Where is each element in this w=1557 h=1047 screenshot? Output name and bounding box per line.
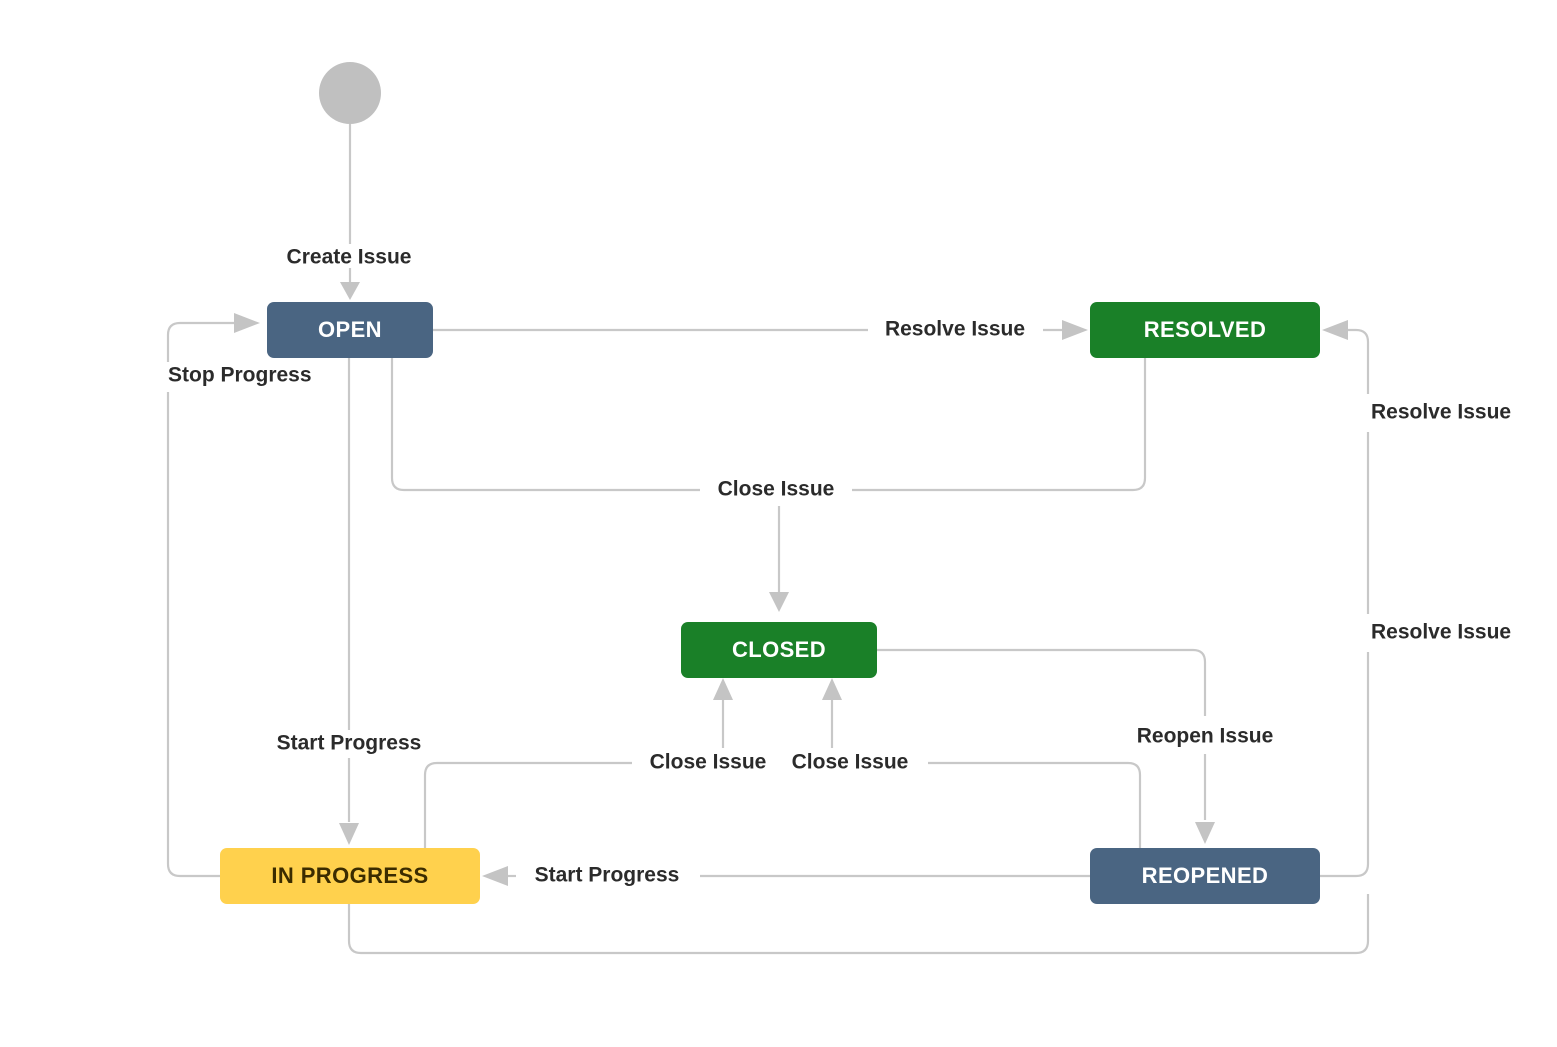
arrow-stop-progress <box>234 313 260 333</box>
edge-label-resolve-issue-bottom: Resolve Issue <box>1371 621 1511 644</box>
arrow-resolve-issue-mid <box>1322 320 1348 340</box>
edge-reopen-issue <box>877 648 1207 716</box>
node-in-progress-box[interactable] <box>220 848 480 904</box>
edge-label-close-issue-left: Close Issue <box>650 751 767 774</box>
node-resolved-box[interactable] <box>1090 302 1320 358</box>
edge-label-resolve-issue-top: Resolve Issue <box>885 318 1025 341</box>
edge-stop-progress-upper <box>166 321 234 362</box>
node-reopened-box[interactable] <box>1090 848 1320 904</box>
arrow-start-progress-vertical <box>339 823 359 845</box>
node-open-box[interactable] <box>267 302 433 358</box>
edge-label-stop-progress: Stop Progress <box>168 364 312 387</box>
edge-close-issue-right <box>928 761 1142 848</box>
arrow-close-issue-right <box>822 678 842 700</box>
edge-close-issue-left <box>423 761 632 848</box>
node-reopened[interactable]: REOPENED <box>1090 848 1320 904</box>
edge-label-close-issue-main: Close Issue <box>718 478 835 501</box>
node-open-label: OPEN <box>318 317 382 342</box>
edge-resolve-issue-mid-top <box>1348 328 1370 394</box>
edge-label-resolve-issue-mid: Resolve Issue <box>1371 401 1511 424</box>
arrow-start-progress-horizontal <box>482 866 508 886</box>
edges-layer <box>166 124 1370 955</box>
arrow-reopen-issue <box>1195 822 1215 844</box>
edge-close-issue-from-open <box>390 358 700 492</box>
node-in-progress[interactable]: IN PROGRESS <box>220 848 480 904</box>
node-reopened-label: REOPENED <box>1142 863 1269 888</box>
edge-resolve-issue-mid <box>1320 652 1370 878</box>
edge-label-close-issue-right: Close Issue <box>792 751 909 774</box>
edge-label-create-issue: Create Issue <box>287 246 412 269</box>
node-closed-label: CLOSED <box>732 637 826 662</box>
arrow-create-issue <box>340 282 360 300</box>
edge-label-reopen-issue: Reopen Issue <box>1137 725 1274 748</box>
node-resolved-label: RESOLVED <box>1144 317 1267 342</box>
node-in-progress-label: IN PROGRESS <box>271 863 428 888</box>
arrow-close-issue-main <box>769 592 789 612</box>
edge-resolve-issue-bottom <box>347 894 1370 955</box>
edge-label-start-progress-horizontal: Start Progress <box>535 864 680 887</box>
node-closed-box[interactable] <box>681 622 877 678</box>
edge-labels-layer: Create Issue Resolve Issue Stop Progress… <box>168 246 1511 887</box>
arrow-resolve-issue-top <box>1062 320 1088 340</box>
node-open[interactable]: OPEN <box>267 302 433 358</box>
edge-label-start-progress-vertical: Start Progress <box>277 732 422 755</box>
node-closed[interactable]: CLOSED <box>681 622 877 678</box>
arrow-close-issue-left <box>713 678 733 700</box>
edge-close-issue-from-resolved <box>852 358 1147 492</box>
edge-stop-progress <box>166 392 220 878</box>
nodes-layer: OPEN RESOLVED CLOSED IN PROGRESS REOPENE… <box>220 62 1320 904</box>
start-node-circle[interactable] <box>319 62 381 124</box>
node-resolved[interactable]: RESOLVED <box>1090 302 1320 358</box>
